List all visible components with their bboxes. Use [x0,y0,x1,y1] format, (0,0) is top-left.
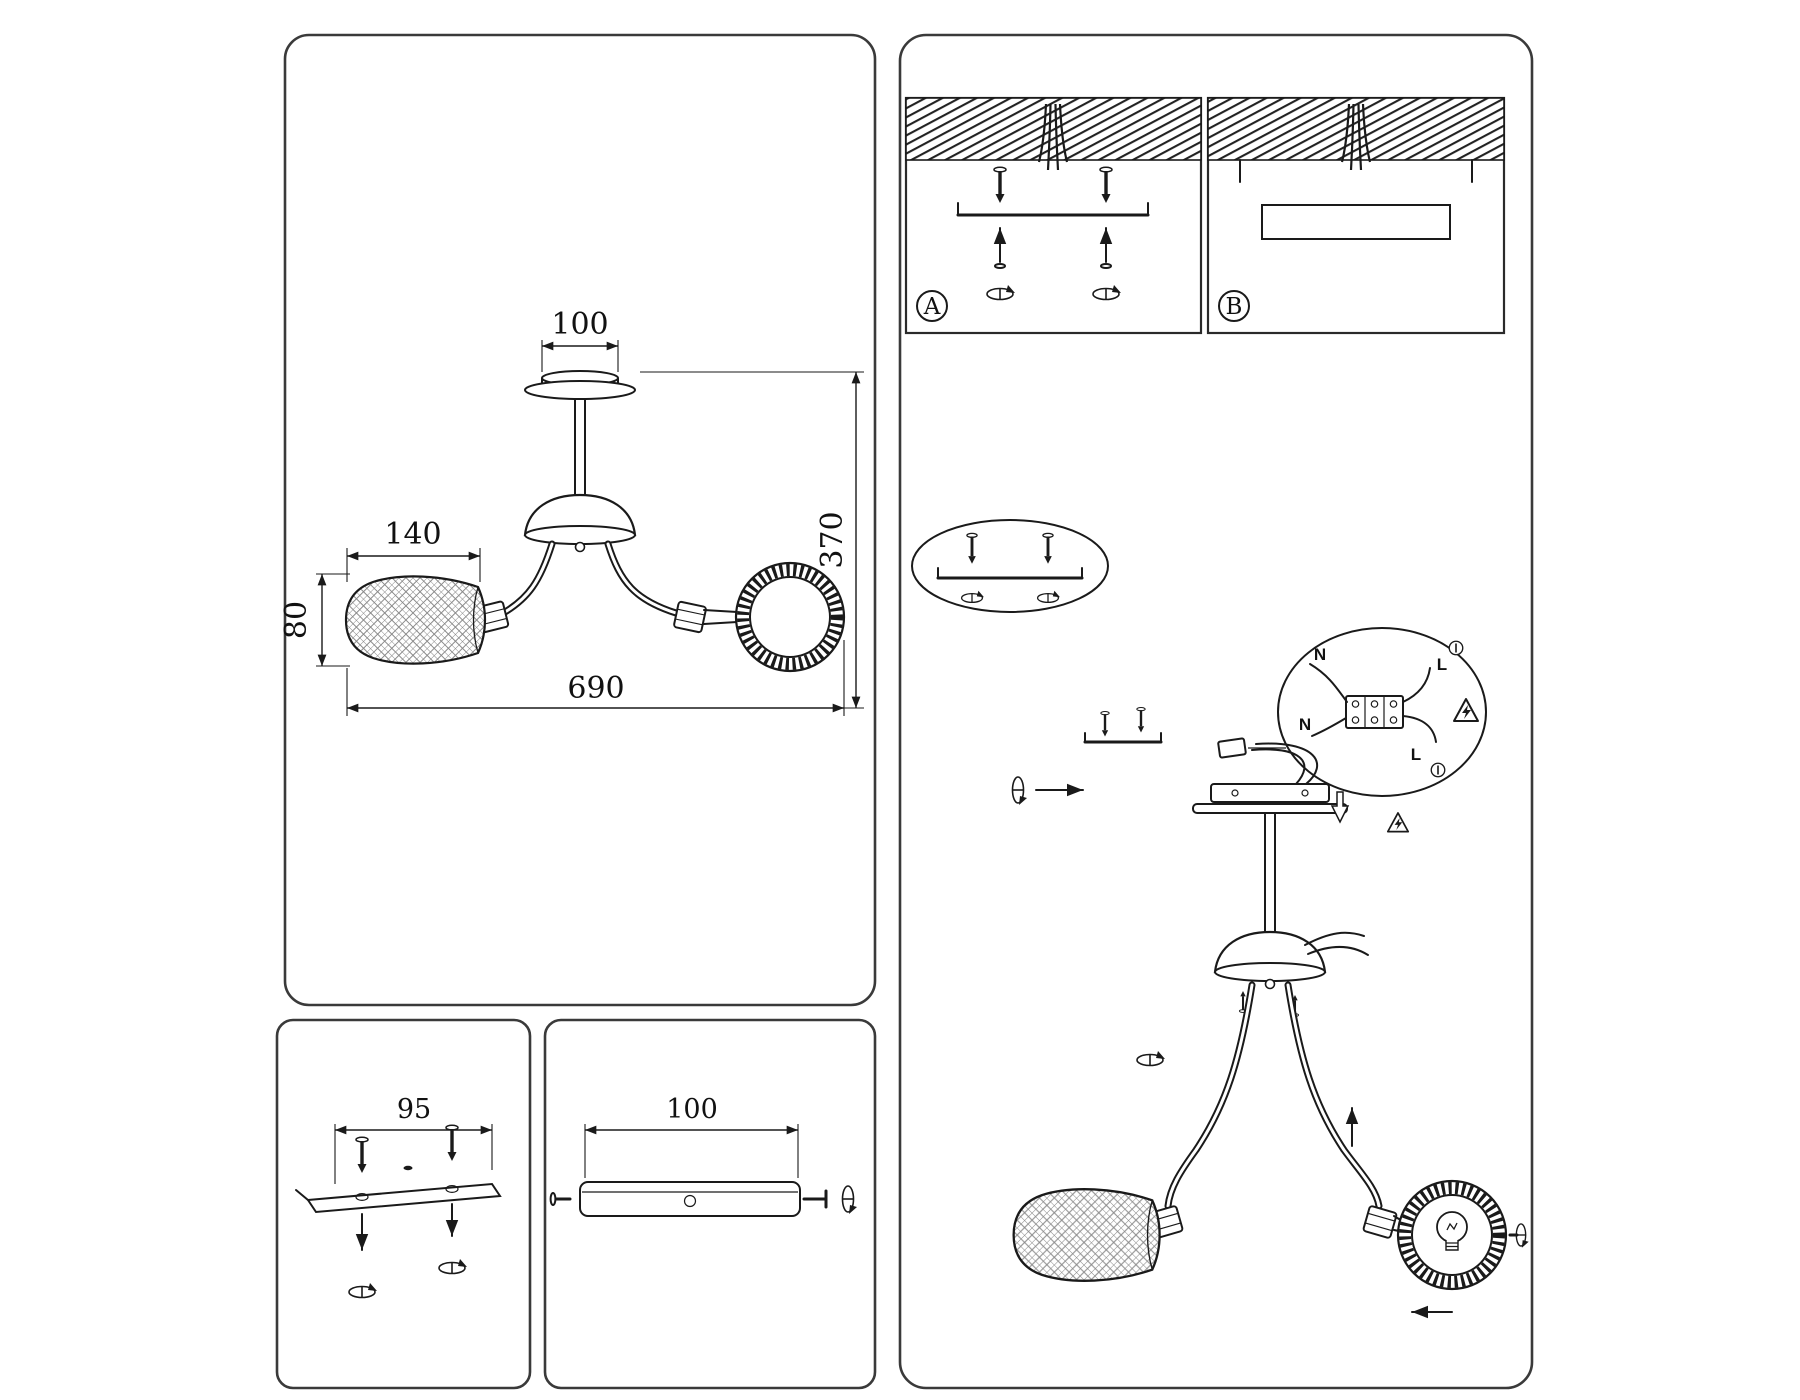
dim-hole-spacing-label: 95 [397,1094,431,1125]
donut-shade [736,563,844,671]
terminal-block-small [1217,737,1247,759]
shade-screw [1508,1223,1530,1249]
wire-label-n-top: N [1314,645,1326,664]
step-a-badge [916,290,948,322]
screw-head-icon [1448,640,1464,656]
step-b-box: B [1206,96,1506,335]
callout-bracket [911,519,1109,613]
wire-label-l-right: L [1437,655,1447,674]
assembly-right-shade [1394,1181,1506,1289]
dim-plate-length-label: 100 [666,1094,718,1125]
dim-shade-width-label: 140 [384,517,441,552]
panel-installation: A B [898,33,1534,1390]
assembly-drawing [1011,706,1530,1319]
dim-shade-width: 140 [346,517,481,582]
wire [1402,667,1431,703]
panel-bracket: 95 [275,1018,532,1390]
right-shade-drawing [703,563,844,671]
lamp-arms [501,540,680,617]
screw-head [994,263,1006,269]
panel-dimensions: 100 140 [279,33,877,1007]
dim-shade-height-label: 80 [279,601,314,639]
ceiling-hatch [905,97,1202,161]
wire [1309,663,1348,703]
terminal-block [1345,695,1404,729]
screw-head [1100,263,1112,269]
wire [1255,742,1318,785]
assembly-strap [1083,706,1163,744]
dim-cap-width-label: 100 [551,307,608,342]
wire-label-n-left: N [1299,715,1311,734]
step-a-label: A [923,294,941,320]
step-b-badge [1218,290,1250,322]
panel-plate: 100 [543,1018,877,1390]
left-shade-drawing [344,575,487,665]
dim-cap-width: 100 [541,307,619,372]
dim-hole-spacing: 95 [334,1094,493,1184]
wire [1251,748,1306,785]
callout-wiring: N L N L [1248,627,1487,797]
panel-installation-frame [898,33,1534,1390]
dim-shade-height: 80 [279,573,350,667]
bracket-strap [956,202,1150,217]
dim-total-height: 370 [640,371,864,709]
ceiling-hatch [1207,97,1505,161]
bracket-drawing [295,1165,502,1214]
canopy-plate [1192,783,1348,814]
assembly-left-shade [1012,1188,1161,1282]
stem-rod [574,398,586,513]
plate-drawing [549,1181,801,1217]
wire [1402,715,1437,743]
dim-total-width-label: 690 [567,671,624,706]
bracket-center-mark [403,1165,413,1171]
dim-total-height-label: 370 [815,511,850,568]
dim-plate-length: 100 [584,1094,799,1178]
plate-screw [802,1185,858,1215]
mounting-plate-outline [1261,204,1451,240]
wire [1304,931,1365,946]
step-b-label: B [1226,294,1243,320]
wire [1311,717,1347,737]
wire-label-l-bottom: L [1411,745,1421,764]
wire [1307,946,1369,956]
up-arrow-icon [1330,791,1350,824]
screw-head-icon [1430,762,1446,778]
step-a-box: A [904,96,1203,335]
dim-total-width: 690 [346,640,845,716]
right-socket [672,600,708,634]
